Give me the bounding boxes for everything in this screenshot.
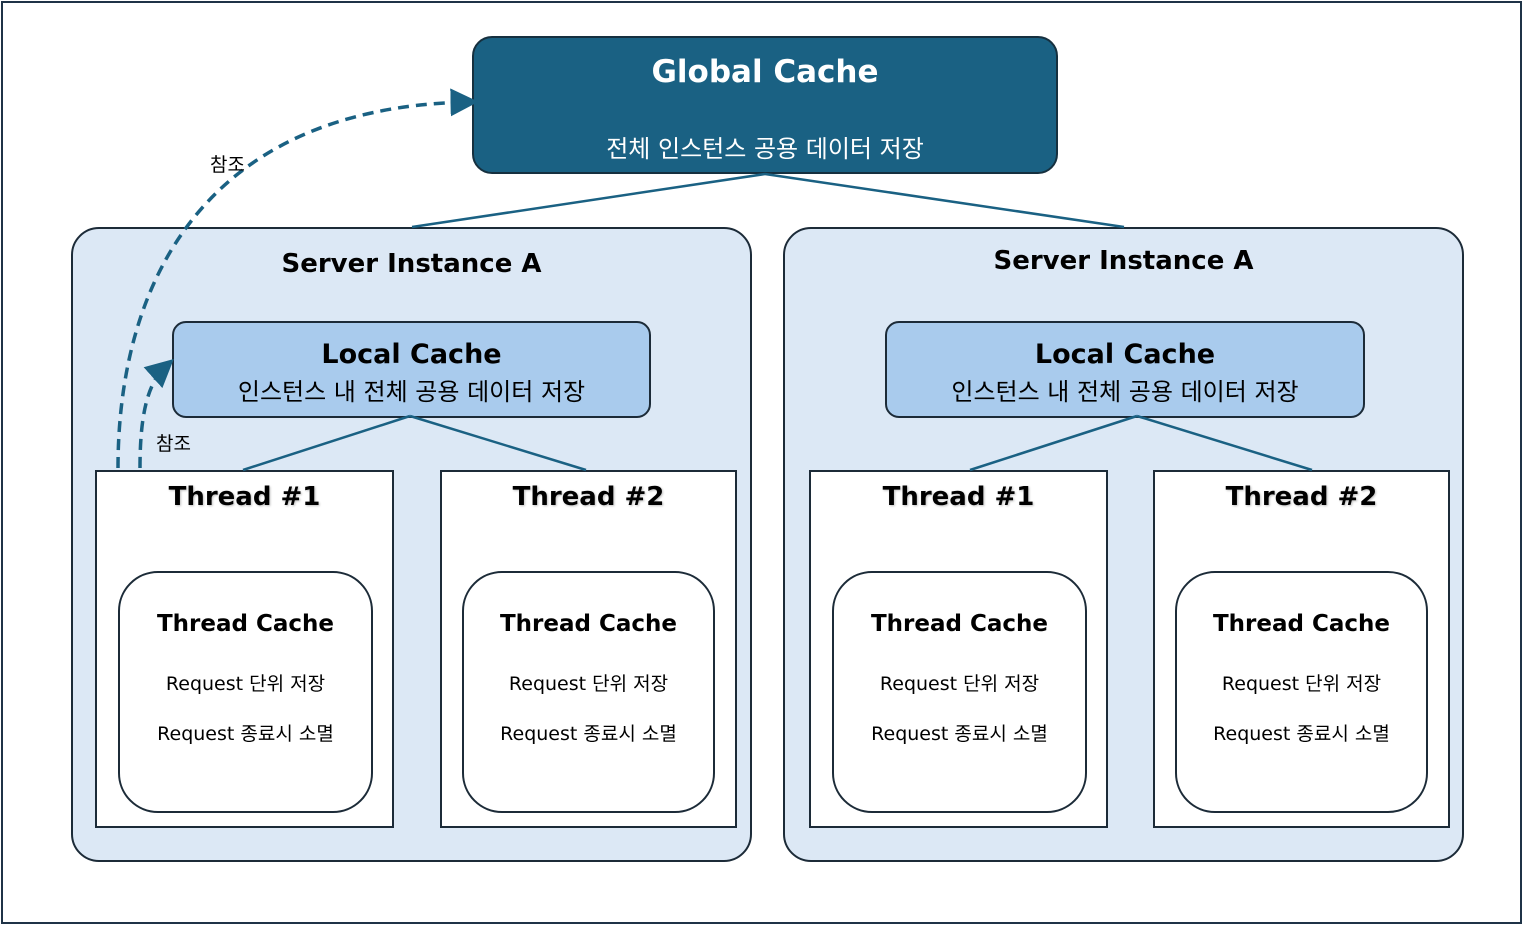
server-a-thread-2-box: Thread #2 Thread Cache Request 단위 저장 Req… <box>440 470 737 828</box>
server-b-thread-2-title: Thread #2 <box>1225 482 1378 512</box>
local-cache-a-box: Local Cache 인스턴스 내 전체 공용 데이터 저장 <box>172 321 651 418</box>
local-cache-b-title: Local Cache <box>1034 339 1216 370</box>
server-instance-a-box: Server Instance A Local Cache 인스턴스 내 전체 … <box>71 227 752 862</box>
server-a-thread-2-cache-line-2: Request 종료시 소멸 <box>500 723 677 745</box>
server-b-thread-2-box: Thread #2 Thread Cache Request 단위 저장 Req… <box>1153 470 1450 828</box>
server-b-thread-2-cache-line-2: Request 종료시 소멸 <box>1213 723 1390 745</box>
server-a-thread-2-cache-title: Thread Cache <box>499 611 677 637</box>
server-b-thread-1-cache-title: Thread Cache <box>870 611 1048 637</box>
server-a-thread-2-title: Thread #2 <box>512 482 665 512</box>
server-a-thread-1-cache-box: Thread Cache Request 단위 저장 Request 종료시 소… <box>118 571 373 813</box>
server-b-thread-1-title: Thread #1 <box>882 482 1035 512</box>
server-b-thread-1-box: Thread #1 Thread Cache Request 단위 저장 Req… <box>809 470 1108 828</box>
global-cache-description: 전체 인스턴스 공용 데이터 저장 <box>606 135 924 163</box>
server-b-thread-2-cache-box: Thread Cache Request 단위 저장 Request 종료시 소… <box>1175 571 1428 813</box>
server-b-thread-2-cache-title: Thread Cache <box>1212 611 1390 637</box>
server-b-thread-1-cache-box: Thread Cache Request 단위 저장 Request 종료시 소… <box>832 571 1087 813</box>
server-a-thread-1-title: Thread #1 <box>168 482 321 512</box>
server-b-thread-1-cache-line-1: Request 단위 저장 <box>879 673 1040 695</box>
reference-label-global: 참조 <box>210 154 245 176</box>
server-instance-b-title: Server Instance A <box>993 246 1254 276</box>
server-b-thread-1-cache-line-2: Request 종료시 소멸 <box>871 723 1048 745</box>
local-cache-b-box: Local Cache 인스턴스 내 전체 공용 데이터 저장 <box>885 321 1365 418</box>
server-a-thread-2-cache-line-1: Request 단위 저장 <box>508 673 669 695</box>
reference-label-local: 참조 <box>156 433 191 455</box>
server-a-thread-1-cache-line-1: Request 단위 저장 <box>165 673 326 695</box>
server-a-thread-1-cache-title: Thread Cache <box>156 611 334 637</box>
server-a-thread-2-cache-box: Thread Cache Request 단위 저장 Request 종료시 소… <box>462 571 715 813</box>
global-cache-title: Global Cache <box>651 54 879 90</box>
global-cache-box: Global Cache 전체 인스턴스 공용 데이터 저장 <box>472 36 1058 174</box>
local-cache-b-description: 인스턴스 내 전체 공용 데이터 저장 <box>951 378 1299 406</box>
server-instance-b-box: Server Instance A Local Cache 인스턴스 내 전체 … <box>783 227 1464 862</box>
server-a-thread-1-cache-line-2: Request 종료시 소멸 <box>157 723 334 745</box>
local-cache-a-title: Local Cache <box>321 339 502 370</box>
server-b-thread-2-cache-line-1: Request 단위 저장 <box>1221 673 1382 695</box>
server-instance-a-title: Server Instance A <box>281 249 542 279</box>
local-cache-a-description: 인스턴스 내 전체 공용 데이터 저장 <box>237 378 586 406</box>
server-a-thread-1-box: Thread #1 Thread Cache Request 단위 저장 Req… <box>95 470 394 828</box>
